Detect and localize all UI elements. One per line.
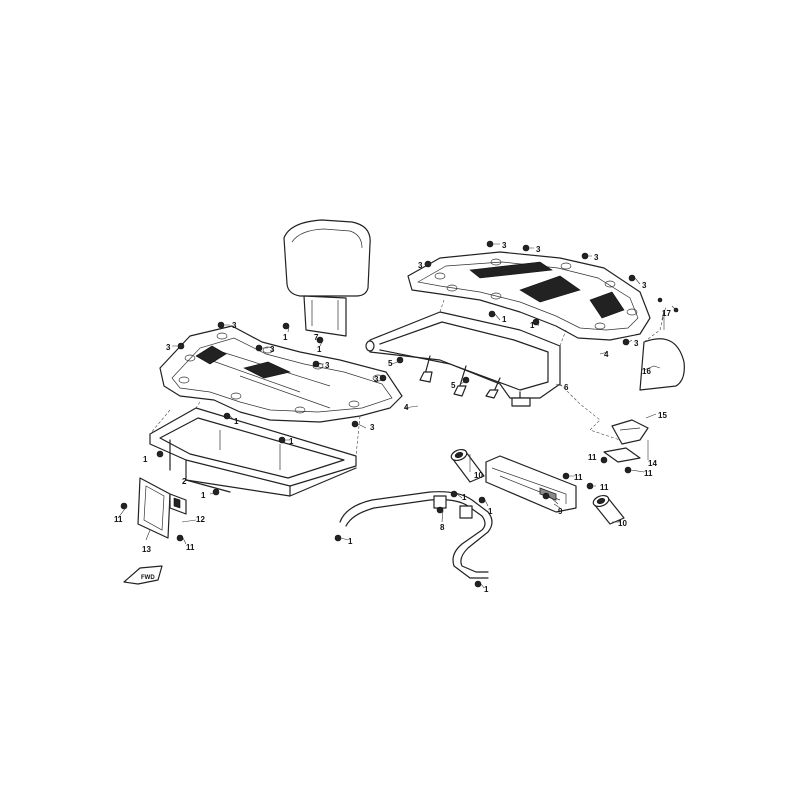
callout-1: 1: [317, 345, 322, 354]
grab-bar-icon: [339, 491, 493, 579]
callout-16: 16: [642, 367, 651, 376]
callout-labels: 3 3 3 3 3 3 4 1 1 1 2 1 1 7 1 3 3 3 3 3 …: [114, 241, 671, 594]
callout-13: 13: [142, 545, 151, 554]
callout-5: 5: [451, 381, 456, 390]
callout-11: 11: [186, 543, 195, 552]
callout-3: 3: [634, 339, 639, 348]
callout-3: 3: [270, 345, 275, 354]
bushing-icon: [450, 448, 625, 525]
callout-10: 10: [618, 519, 627, 528]
callout-11: 11: [644, 469, 653, 478]
callout-1: 1: [201, 491, 206, 500]
callout-11: 11: [600, 483, 609, 492]
callout-4: 4: [404, 403, 409, 412]
backrest-icon: [283, 219, 371, 337]
callout-1: 1: [348, 537, 353, 546]
callout-5: 5: [388, 359, 393, 368]
callout-3: 3: [418, 261, 423, 270]
callout-11: 11: [574, 473, 583, 482]
callout-14: 14: [648, 459, 657, 468]
callout-17: 17: [662, 309, 671, 318]
callout-3: 3: [232, 321, 237, 330]
callout-10: 10: [474, 471, 483, 480]
callout-1: 1: [462, 493, 467, 502]
callout-3: 3: [166, 343, 171, 352]
callout-7: 7: [314, 333, 319, 342]
leader-lines: [117, 243, 679, 589]
callout-2: 2: [182, 477, 187, 486]
callout-3: 3: [642, 281, 647, 290]
callout-6: 6: [564, 383, 569, 392]
fwd-label: FWD: [141, 575, 155, 581]
rear-frame: [365, 299, 621, 441]
callout-1: 1: [488, 507, 493, 516]
fwd-arrow-badge: FWD: [123, 565, 163, 585]
hitch-plate: [485, 455, 577, 513]
callout-3: 3: [374, 375, 379, 384]
rear-rack-icon: [407, 251, 651, 341]
callout-1: 1: [234, 417, 239, 426]
callout-11: 11: [588, 453, 597, 462]
callout-3: 3: [370, 423, 375, 432]
callout-12: 12: [196, 515, 205, 524]
callout-1: 1: [484, 585, 489, 594]
front-frame: [149, 401, 361, 497]
callout-3: 3: [502, 241, 507, 250]
callout-3: 3: [536, 245, 541, 254]
callout-4: 4: [604, 350, 609, 359]
callout-3: 3: [594, 253, 599, 262]
callout-3: 3: [325, 361, 330, 370]
callout-1: 1: [530, 321, 535, 330]
mounting-bracket: [603, 305, 685, 463]
callout-1: 1: [289, 437, 294, 446]
license-plate-bracket-icon: [137, 477, 187, 539]
callout-11: 11: [114, 515, 123, 524]
callout-1: 1: [502, 315, 507, 324]
callout-8: 8: [440, 523, 445, 532]
callout-15: 15: [658, 411, 667, 420]
callout-9: 9: [558, 507, 563, 516]
callout-1: 1: [143, 455, 148, 464]
callout-1: 1: [283, 333, 288, 342]
